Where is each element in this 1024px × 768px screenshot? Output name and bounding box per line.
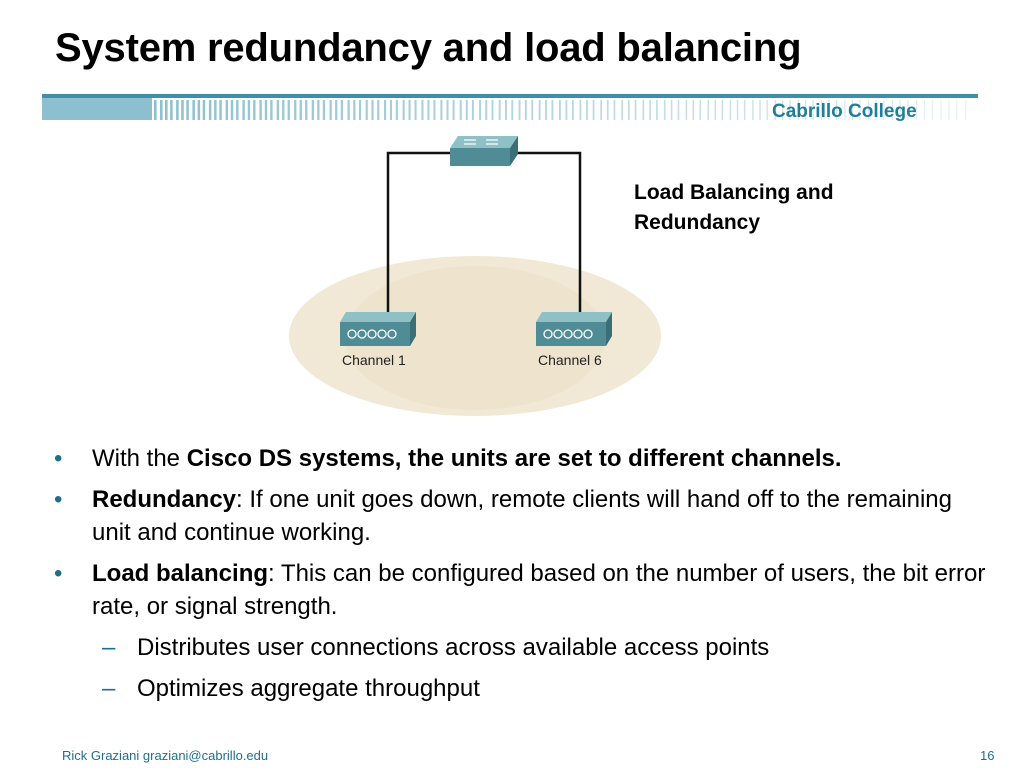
bullet-item: • Redundancy: If one unit goes down, rem… <box>52 483 992 549</box>
bullet-list: • With the Cisco DS systems, the units a… <box>52 442 992 713</box>
uplink-cable-left <box>386 151 450 313</box>
access-point-icon-channel-1 <box>340 312 416 346</box>
header-rule <box>42 94 978 98</box>
network-diagram: Channel 1 Channel 6 <box>289 136 661 416</box>
bullet-item: • With the Cisco DS systems, the units a… <box>52 442 992 475</box>
sub-bullet-item: – Distributes user connections across av… <box>52 631 992 664</box>
diagram-caption: Load Balancing and Redundancy <box>634 181 834 234</box>
switch-icon <box>450 136 518 166</box>
bullet-bold: Cisco DS systems, the units are set to d… <box>186 445 842 472</box>
header-band <box>42 94 978 120</box>
bullet-rest: : This can be configured based on the nu… <box>92 560 986 620</box>
channel-label-6: Channel 6 <box>538 352 602 368</box>
bullet-bold: Redundancy <box>92 486 237 513</box>
sub-bullet-text: Distributes user connections across avai… <box>137 634 770 661</box>
bullet-marker: • <box>54 445 63 472</box>
bullet-marker: • <box>54 560 63 587</box>
bullet-bold: Load balancing <box>92 560 269 587</box>
coverage-area-inner <box>345 266 605 410</box>
sub-bullet-marker: – <box>102 675 116 702</box>
slide-title: System redundancy and load balancing <box>55 26 802 70</box>
bullet-rest: : If one unit goes down, remote clients … <box>92 486 952 546</box>
header-stripes <box>154 100 967 120</box>
sub-bullet-marker: – <box>102 634 116 661</box>
channel-label-1: Channel 1 <box>342 352 406 368</box>
sub-bullet-text: Optimizes aggregate throughput <box>137 675 480 702</box>
footer-author: Rick Graziani graziani@cabrillo.edu <box>62 748 269 763</box>
bullet-item: • Load balancing: This can be configured… <box>52 557 992 623</box>
header-solid-block <box>42 98 152 120</box>
college-name: Cabrillo College <box>772 101 917 122</box>
bullet-lead: With the <box>92 445 187 472</box>
page-number: 16 <box>980 748 995 763</box>
sub-bullet-item: – Optimizes aggregate throughput <box>52 672 992 705</box>
access-point-icon-channel-6 <box>536 312 612 346</box>
uplink-cable-right <box>502 151 582 313</box>
bullet-marker: • <box>54 486 63 513</box>
